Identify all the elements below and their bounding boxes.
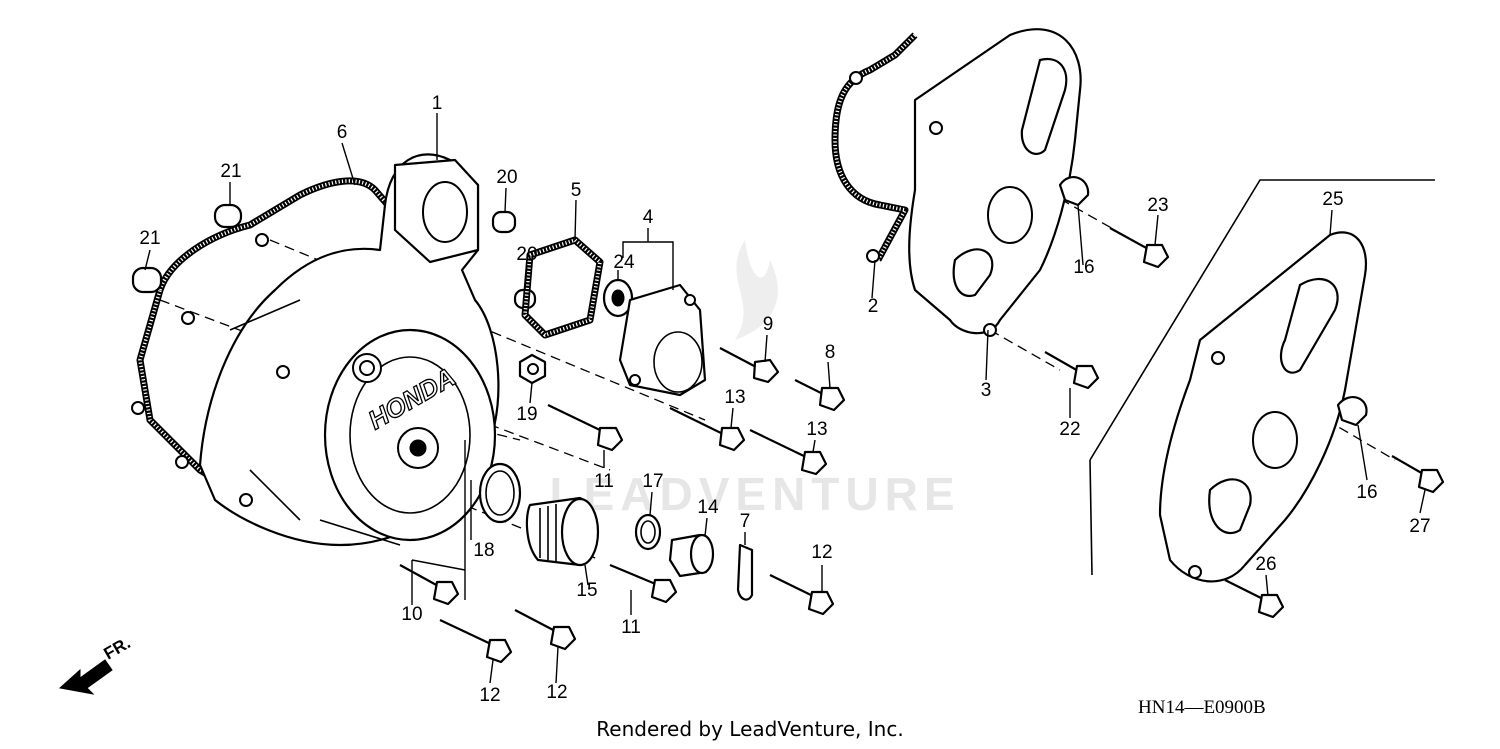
callout-19: 19 — [516, 404, 537, 425]
sprocket-cover — [908, 28, 1082, 337]
callout-24: 24 — [613, 252, 635, 273]
callout-18: 18 — [473, 540, 494, 561]
callout-13b: 13 — [806, 419, 827, 440]
o-ring — [478, 462, 522, 524]
callout-11a: 11 — [594, 471, 614, 492]
callout-6: 6 — [337, 122, 348, 143]
callout-22: 22 — [1059, 419, 1080, 440]
callout-27: 27 — [1409, 516, 1430, 537]
sprocket-cover-gasket — [831, 32, 918, 263]
callout-12b: 12 — [479, 685, 500, 706]
outer-sprocket-cover — [1089, 179, 1435, 583]
callout-21b: 21 — [139, 228, 160, 249]
callout-15: 15 — [576, 580, 597, 601]
small-o-ring — [634, 513, 662, 551]
diagram-code: HN14—E0900B — [1138, 697, 1266, 718]
front-direction-arrow: FR. — [58, 633, 134, 695]
fr-label: FR. — [101, 633, 134, 663]
clamp — [736, 543, 754, 601]
bolts — [399, 227, 1445, 664]
callout-3: 3 — [981, 380, 992, 401]
callout-9: 9 — [763, 314, 774, 335]
callout-5: 5 — [571, 180, 582, 201]
callout-13a: 13 — [724, 387, 745, 408]
callout-16a: 16 — [1073, 257, 1094, 278]
callout-8: 8 — [825, 342, 836, 363]
callout-23: 23 — [1147, 195, 1168, 216]
credit-line: Rendered by LeadVenture, Inc. — [596, 717, 904, 741]
callout-11b: 11 — [621, 617, 641, 638]
callout-2: 2 — [868, 296, 879, 317]
watermark-text: LEADVENTURE — [549, 468, 960, 520]
plug — [668, 533, 715, 578]
left-crankcase-cover: HONDA — [198, 153, 500, 547]
callout-7: 7 — [740, 511, 751, 532]
nut — [518, 353, 547, 385]
callout-21a: 21 — [220, 161, 241, 182]
callout-20a: 20 — [496, 167, 517, 188]
callout-4: 4 — [643, 207, 654, 228]
watermark: LEADVENTURE — [549, 240, 960, 520]
callout-12a: 12 — [811, 542, 832, 563]
water-pump-cover — [618, 283, 707, 397]
callout-20b: 20 — [516, 244, 537, 265]
callout-16b: 16 — [1356, 482, 1377, 503]
filler-cap — [525, 496, 600, 567]
callout-1: 1 — [432, 93, 443, 114]
callouts: 1 2 3 4 5 6 7 8 9 10 11 11 12 12 12 12 1… — [139, 93, 1430, 706]
callout-25: 25 — [1322, 189, 1343, 210]
callout-12c: 12 — [546, 682, 567, 703]
leader-lines — [144, 113, 1426, 684]
callout-10: 10 — [401, 604, 422, 625]
callout-26: 26 — [1255, 554, 1276, 575]
callout-17: 17 — [642, 471, 663, 492]
callout-14: 14 — [697, 497, 719, 518]
clamps — [1058, 176, 1368, 427]
bearing — [602, 278, 634, 318]
